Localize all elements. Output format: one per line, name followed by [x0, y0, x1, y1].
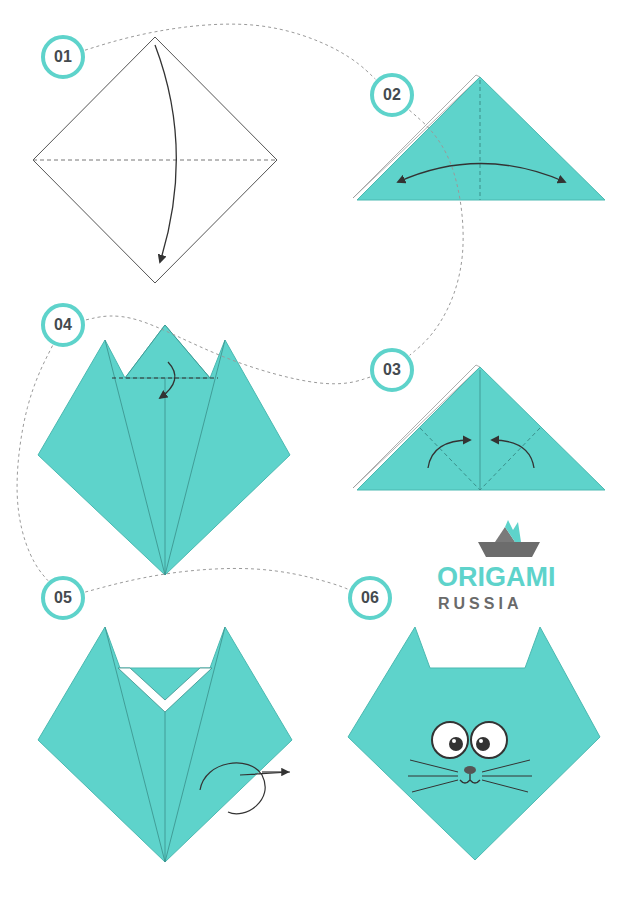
- step-number: 02: [383, 86, 401, 104]
- step-connector: [85, 568, 348, 592]
- cat-face: [348, 627, 600, 860]
- step-five-fold: [38, 627, 292, 862]
- step-number: 03: [383, 361, 401, 379]
- step-connector: [17, 346, 53, 581]
- step-number-circle: 03: [370, 348, 414, 392]
- step-number-circle: 02: [370, 73, 414, 117]
- step-four-fold: [38, 325, 290, 575]
- step-number: 06: [361, 589, 379, 607]
- step-number-circle: 01: [41, 35, 85, 79]
- step-connector: [409, 110, 463, 355]
- step-number: 05: [54, 589, 72, 607]
- step-number: 04: [54, 316, 72, 334]
- step-two-triangle: [353, 75, 605, 200]
- logo-boat: [478, 520, 540, 557]
- step-number-circle: 05: [41, 576, 85, 620]
- step-number-circle: 04: [41, 303, 85, 347]
- step-number: 01: [54, 48, 72, 66]
- step-number-circle: 06: [348, 576, 392, 620]
- step-connector: [85, 316, 370, 384]
- step-connector: [85, 24, 375, 79]
- logo-title: ORIGAMI: [437, 562, 556, 593]
- logo-subtitle: RUSSIA: [438, 595, 522, 613]
